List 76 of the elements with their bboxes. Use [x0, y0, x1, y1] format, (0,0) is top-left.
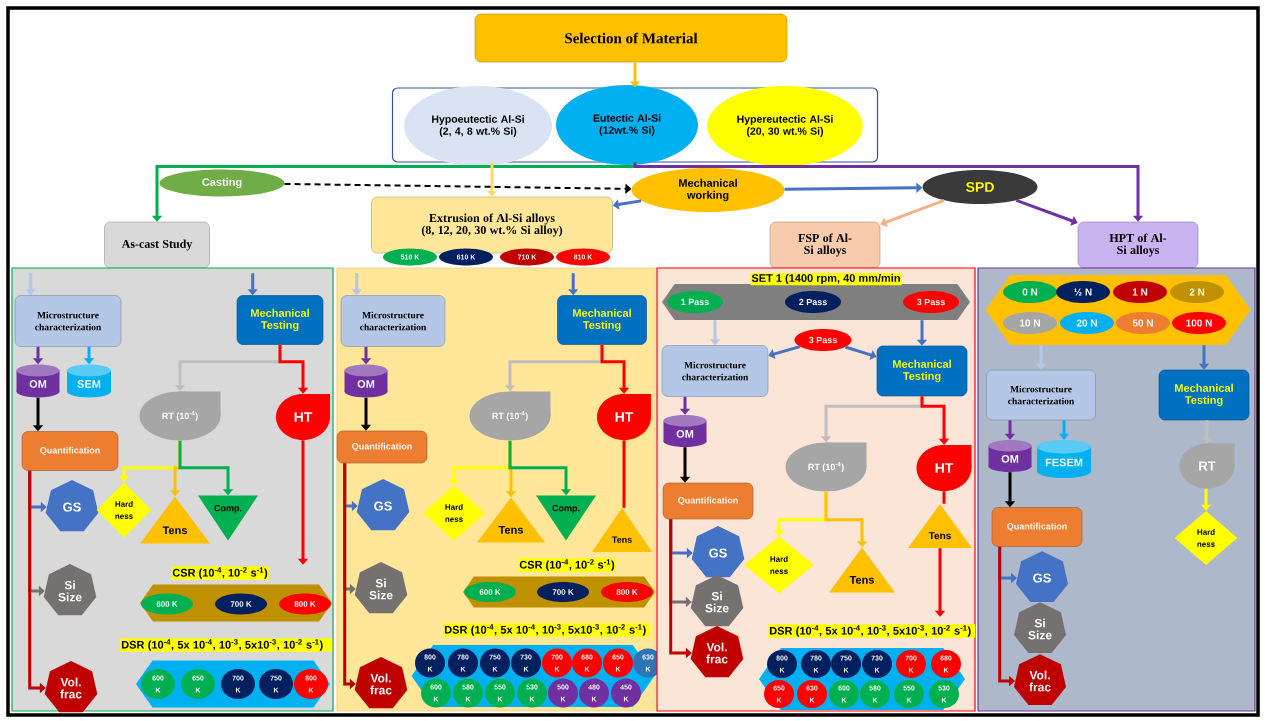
- process-box: Mechanical Testing: [557, 295, 647, 345]
- cylinder: SEM: [67, 364, 111, 398]
- triangle: Tens: [908, 504, 972, 548]
- triangle: Comp.: [198, 495, 258, 541]
- arrow: [278, 344, 309, 394]
- heptagon: Vol. frac: [44, 661, 98, 713]
- oval: 2 Pass: [785, 291, 841, 313]
- oval: Casting: [159, 169, 285, 197]
- oval: 0 N: [1003, 281, 1057, 303]
- cylinder: OM: [988, 440, 1032, 472]
- triangle: Tens: [140, 496, 210, 544]
- process-box: Microstructure characterization: [14, 295, 122, 347]
- process-box: Mechanical Testing: [876, 345, 968, 397]
- oval: 10 N: [1003, 312, 1057, 334]
- oval: 700 K: [215, 593, 267, 615]
- triangle: Tens: [829, 547, 895, 593]
- oval: 800 K: [601, 582, 653, 602]
- arrow: [1015, 198, 1078, 226]
- oval: 3 Pass: [794, 329, 852, 351]
- process-box: Quantification: [991, 507, 1083, 547]
- oval: 3 Pass: [903, 291, 959, 313]
- process-box: Microstructure characterization: [986, 369, 1096, 421]
- arrow: [920, 396, 950, 445]
- connector-bar: [942, 491, 946, 504]
- oval: Mechanical working: [631, 168, 785, 212]
- heptagon: Si Size: [690, 575, 744, 627]
- process-box: Mechanical Testing: [236, 295, 324, 345]
- process-box: HPT of Al-Si alloys: [1077, 221, 1199, 269]
- heptagon: Si Size: [43, 564, 97, 616]
- process-box: Microstructure characterization: [661, 345, 769, 397]
- process-box: Extrusion of Al-Si alloys (8, 12, 20, 30 wt.% Si alloy): [371, 196, 613, 254]
- heptagon: Vol. frac: [354, 657, 408, 709]
- cylinder: OM: [663, 415, 707, 447]
- heptagon: Si Size: [354, 562, 408, 614]
- arrow: [880, 199, 945, 228]
- triangle: Tens: [477, 497, 545, 543]
- oval: 20 N: [1060, 312, 1114, 334]
- oval: Hypoeutectic Al-Si (2, 4, 8 wt.% Si): [404, 86, 552, 166]
- process-box: Quantification: [662, 482, 754, 520]
- heptagon: Vol. frac: [690, 626, 744, 678]
- process-box: Quantification: [21, 431, 119, 471]
- oval: 50 N: [1116, 312, 1170, 334]
- arrow: [844, 345, 877, 360]
- connector-bar: [622, 440, 626, 508]
- oval: SPD: [922, 170, 1038, 204]
- process-box: As-cast Study: [104, 221, 210, 269]
- triangle: Tens: [592, 508, 652, 552]
- oval: 1 Pass: [667, 291, 723, 313]
- cylinder: FESEM: [1037, 440, 1091, 478]
- oval: 700 K: [537, 582, 589, 602]
- process-box: Quantification: [336, 430, 428, 464]
- arrow: [768, 345, 801, 360]
- cylinder: OM: [344, 364, 388, 398]
- oval: 800 K: [279, 593, 331, 615]
- oval: 1 N: [1113, 281, 1167, 303]
- heptagon: GS: [356, 479, 410, 531]
- process-box: Microstructure characterization: [340, 295, 446, 347]
- cylinder: OM: [16, 364, 60, 398]
- oval: Hypereutectic Al-Si (20, 30 wt.% Si): [707, 86, 863, 166]
- oval: 600 K: [141, 593, 193, 615]
- heptagon: Si Size: [1014, 602, 1067, 654]
- oval: 100 N: [1172, 312, 1226, 334]
- process-box: Mechanical Testing: [1158, 369, 1250, 421]
- heptagon: GS: [1016, 551, 1069, 603]
- oval: Eutectic Al-Si (12wt.% Si): [556, 85, 698, 165]
- process-box: Selection of Material: [474, 13, 788, 63]
- arrow: [600, 344, 630, 394]
- process-box: FSP of Al-Si alloys: [769, 221, 881, 269]
- heptagon: GS: [691, 526, 745, 578]
- heptagon: Vol. frac: [1014, 654, 1067, 706]
- triangle: Comp.: [536, 495, 596, 541]
- oval: 600 K: [464, 582, 516, 602]
- oval: 2 N: [1170, 281, 1224, 303]
- heptagon: GS: [45, 480, 99, 532]
- arrow: [633, 161, 1144, 222]
- oval: ½ N: [1056, 281, 1110, 303]
